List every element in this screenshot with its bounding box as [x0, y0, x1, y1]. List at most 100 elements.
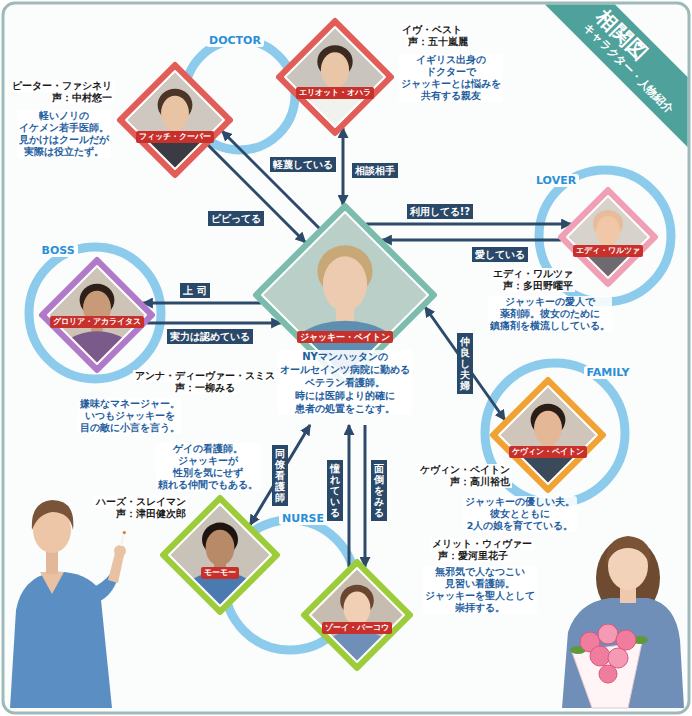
category-label: BOSS [39, 244, 78, 257]
voice-actor: 声：五十嵐麗 [406, 36, 470, 48]
character-description: 嫌味なマネージャー。 いつもジャッキーを 目の敵に小言を言う。 [78, 398, 182, 434]
relation-arrow [366, 223, 571, 226]
rose [590, 646, 610, 666]
character-description: NYマンハッタンの オールセインツ病院に勤める ベテラン看護師。 時には医師より… [278, 350, 412, 415]
character-diamond: モーモーハーズ・スレイマン声：津田健次郎ゲイの看護師。 ジャッキーが 性別を気に… [160, 495, 280, 615]
character-diamond: グロリア・アカライタスアンナ・ディーヴァー・スミス声：一柳みる嫌味なマネージャー… [39, 257, 155, 373]
diamond-inner-border [567, 196, 649, 278]
relation-label: 上 司 [180, 283, 209, 298]
portrait-shoulders [575, 251, 641, 295]
rose [599, 665, 617, 683]
hair [606, 536, 651, 566]
portrait-face [321, 52, 349, 87]
diamond-outline [39, 257, 155, 373]
diamond-inner-border [499, 386, 597, 484]
actor-name: メリット・ウィヴァー [430, 538, 534, 550]
portrait-face [596, 216, 620, 246]
voice-actor: 声：津田健次郎 [114, 508, 188, 520]
category-label: NURSE [279, 512, 327, 525]
name-banner: ゾーイ・バーコウ [322, 622, 392, 634]
frame [3, 3, 689, 713]
portrait [276, 18, 394, 145]
name-banner: ケヴィン・ペイトン [509, 446, 587, 458]
portrait-shoulders [137, 136, 214, 187]
nurse-figure [10, 500, 126, 708]
relation-label: 愛している [472, 247, 528, 262]
category-label: LOVER [533, 174, 579, 187]
name-banner: エリオット・オハラ [296, 87, 374, 99]
actor-name: ピーター・ファシネリ [10, 80, 114, 92]
hair [32, 500, 74, 530]
actor-name: ケヴィン・ペイトン [418, 464, 512, 476]
portrait-shoulders [320, 631, 394, 680]
voice-actor: 声：中村悠一 [50, 92, 114, 104]
cigarette-tip [123, 531, 126, 534]
character-description: ゲイの看護師。 ジャッキーが 性別を気にせず 頼れる仲間でもある。 [156, 443, 260, 491]
relation-arrow [342, 128, 345, 205]
portrait [301, 559, 413, 680]
portrait-face [344, 591, 371, 625]
character-diamond: ジャッキー・ペイトン NYマンハッタンの オールセインツ病院に勤める ベテラン看護… [253, 203, 437, 425]
character-diamond: フィッチ・クーパーピーター・ファシネリ声：中村悠一軽いノリの イケメン若手医師。… [117, 62, 233, 178]
relation-label: 仲良し夫婦 [457, 333, 473, 394]
diamond-outline [276, 18, 394, 136]
hand [114, 545, 126, 557]
relation-label: ビビってる [208, 211, 264, 226]
portrait [39, 257, 155, 382]
character-diamond: エリオット・オハライヴ・ベスト声：五十嵐麗イギリス出身の ドクターで ジャッキー… [276, 18, 394, 136]
relation-label: 利用してる!? [407, 204, 473, 219]
name-banner: フィッチ・クーパー [136, 131, 214, 143]
relation-label: 憧れている [327, 460, 343, 521]
scrubs [562, 598, 684, 708]
diamond-outline [117, 62, 233, 178]
rose [598, 624, 618, 644]
title-band [545, 5, 688, 148]
diamond-inner-border [285, 27, 385, 127]
character-diamond: ケヴィン・ペイトンケヴィン・ペイトン声：高川裕也ジャッキーの優しい夫。 彼女とと… [490, 377, 606, 493]
portrait-face [206, 530, 235, 566]
name-banner: ジャッキー・ペイトン [297, 331, 393, 343]
relation-label: 同僚看護師 [272, 445, 288, 506]
diamond-inner-border [310, 568, 404, 662]
relation-arrow [147, 322, 281, 325]
trainee-figure [562, 536, 684, 708]
name-banner: グロリア・アカライタス [50, 316, 144, 328]
relation-arrow [382, 239, 561, 242]
voice-actor: 声：高川裕也 [448, 476, 512, 488]
portrait-face [161, 96, 189, 131]
relation-label: 面倒をみる [371, 460, 387, 521]
diamond-inner-border [126, 71, 224, 169]
actor-name: エディ・ワルツァ [491, 268, 575, 280]
cigarette [121, 533, 124, 546]
portrait [117, 62, 233, 187]
relation-arrow [364, 425, 367, 567]
actor-name: アンナ・ディーヴァー・スミス [133, 370, 277, 382]
diamond-inner-border [48, 266, 146, 364]
voice-actor: 声：一柳みる [173, 382, 237, 394]
relation-label: 実力は認めている [167, 329, 253, 344]
rose [616, 630, 636, 650]
category-label: FAMILY [584, 366, 633, 379]
voice-actor: 声：多田野曜平 [501, 280, 575, 292]
character-description: イギリス出身の ドクターで ジャッキーとは悩みを 共有する親友 [399, 54, 503, 102]
actor-name: ハーズ・スレイマン [94, 496, 188, 508]
name-banner: エディ・ワルツァ [573, 245, 643, 257]
character-description: 無邪気で人なつこい 見習い看護師。 ジャッキーを聖人として 崇拝する。 [423, 566, 537, 614]
relation-label: 相談相手 [352, 163, 398, 178]
character-description: ジャッキーの優しい夫。 彼女とともに 2人の娘を育てている。 [463, 496, 577, 532]
category-label: DOCTOR [206, 34, 264, 47]
character-diamond: ゾーイ・バーコウメリット・ウィヴァー声：愛河里花子無邪気で人なつこい 見習い看護… [301, 559, 413, 671]
arm [108, 553, 124, 583]
character-description: 軽いノリの イケメン若手医師。 見かけはクールだが 実際は役立たず。 [17, 110, 111, 158]
relation-arrow [348, 425, 351, 567]
portrait-face [323, 256, 367, 311]
name-banner: モーモー [201, 567, 239, 579]
relation-label: 軽蔑している [270, 157, 336, 172]
portrait-face [534, 411, 562, 446]
character-description: ジャッキーの愛人で 薬剤師。彼女のために 鎮痛剤を横流ししている。 [488, 296, 612, 332]
voice-actor: 声：愛河里花子 [436, 550, 510, 562]
diamond-outline [301, 559, 413, 671]
neckline [40, 572, 64, 594]
